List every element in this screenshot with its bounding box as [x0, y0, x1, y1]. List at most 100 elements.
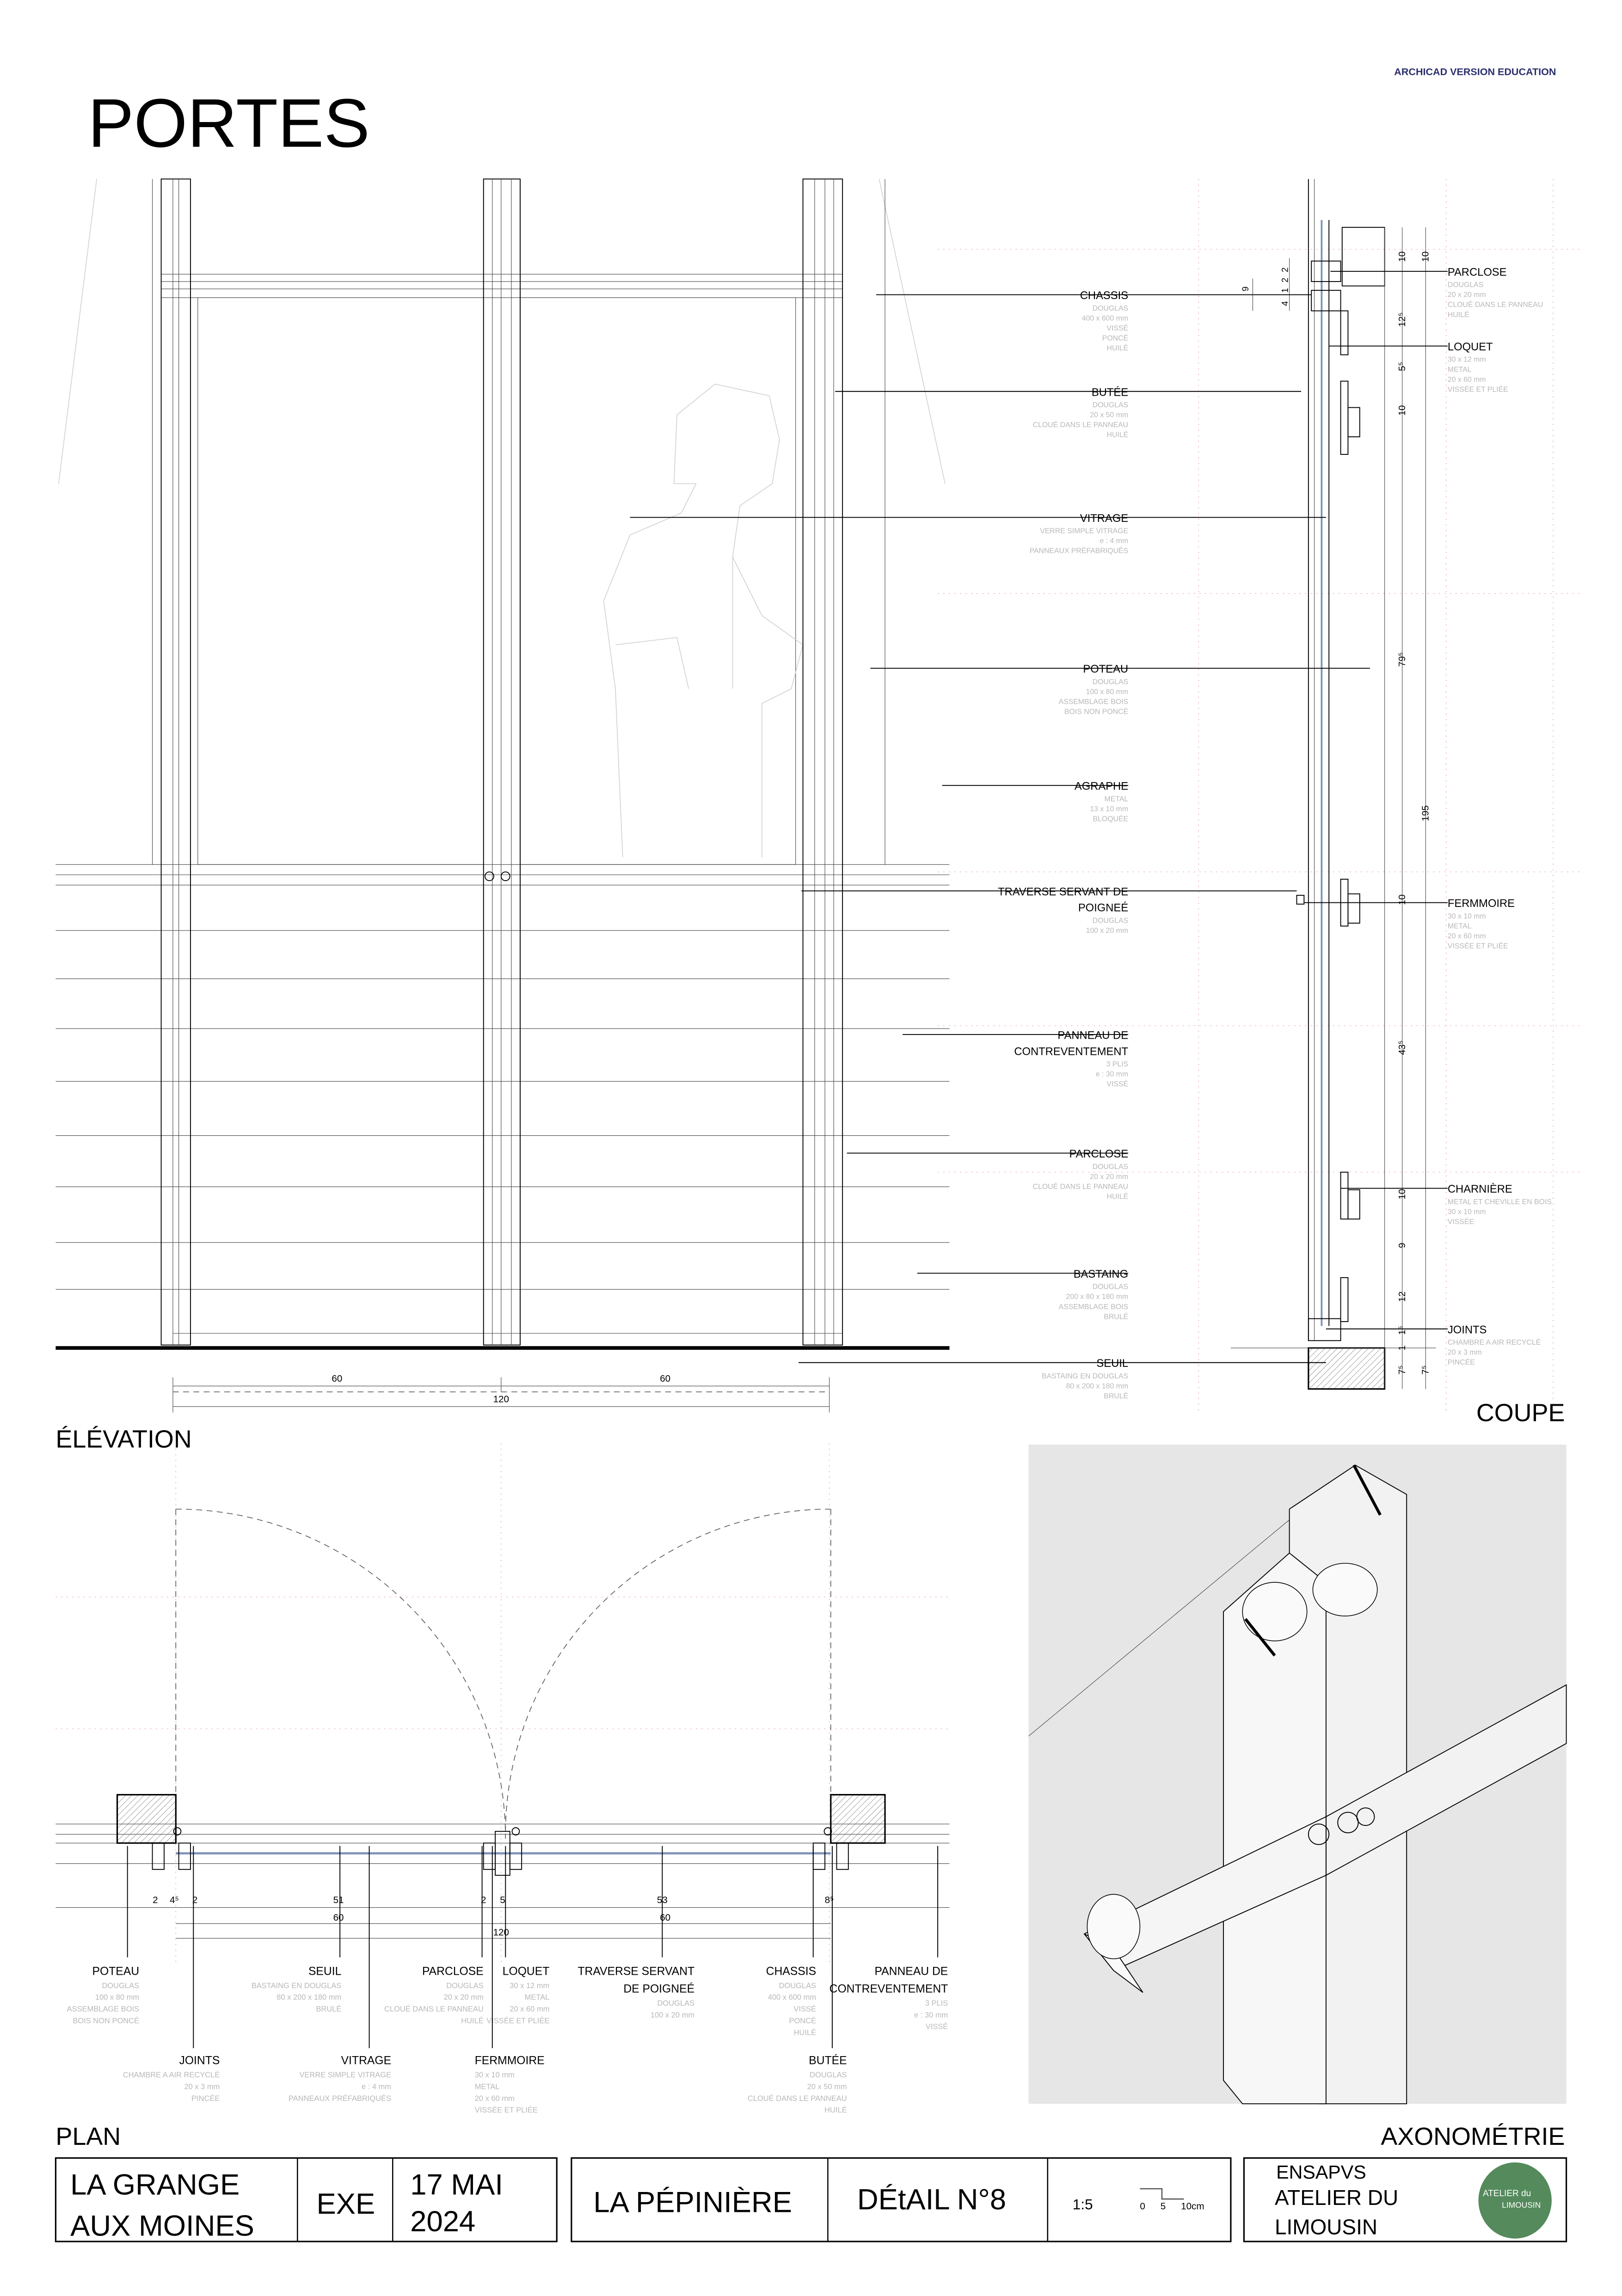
dim-label: 1 — [1397, 1345, 1407, 1350]
label-detail: 20 x 60 mm — [1448, 932, 1486, 940]
label-detail: BLOQUÉE — [1093, 814, 1129, 823]
logo-text: LIMOUSIN — [1502, 2200, 1541, 2210]
label-detail: CLOUÉ DANS LE PANNEAU — [1033, 420, 1128, 429]
view-label-plan: PLAN — [55, 2123, 121, 2150]
label-detail: e : 30 mm — [914, 2011, 948, 2019]
label-detail: ASSEMBLAGE BOIS — [1059, 698, 1128, 706]
label-title: PARCLOSE — [1448, 266, 1507, 278]
dim-label: 60 — [332, 1373, 342, 1384]
date-line1: 17 MAI — [410, 2169, 503, 2201]
label-detail: 20 x 50 mm — [1090, 411, 1128, 419]
project-name-line1: LA GRANGE — [70, 2169, 240, 2201]
label-detail: DOUGLAS — [1093, 305, 1128, 312]
dim-label: 60 — [660, 1912, 670, 1923]
label-detail: DOUGLAS — [1093, 1283, 1128, 1291]
dim-label: 1 — [1280, 288, 1290, 293]
label-title: PANNEAU DE — [1057, 1029, 1128, 1041]
label-detail: 20 x 20 mm — [1090, 1173, 1128, 1181]
label-title: PARCLOSE — [1069, 1148, 1128, 1160]
dim-label: 8⁵ — [825, 1895, 834, 1905]
axonometric-view — [1028, 1445, 1567, 2105]
view-label-elevation: ÉLÉVATION — [55, 1426, 191, 1453]
label-title: PARCLOSE — [422, 1965, 484, 1978]
label-detail: DOUGLAS — [1093, 401, 1128, 409]
label-detail: 80 x 200 x 180 mm — [276, 1993, 341, 2002]
label-detail: CLOUÉ DANS LE PANNEAU — [384, 2005, 484, 2014]
label-detail: BASTAING EN DOUGLAS — [1042, 1372, 1128, 1380]
label-title: LOQUET — [1448, 341, 1493, 353]
label-detail: BASTAING EN DOUGLAS — [252, 1982, 342, 1990]
label-detail: 30 x 10 mm — [1448, 912, 1486, 920]
label-detail: 400 x 600 mm — [1082, 314, 1128, 322]
label-title: FERMMOIRE — [1448, 897, 1515, 910]
school-name: ENSAPVS — [1276, 2161, 1366, 2183]
elevation-drawing: 60 60 120 — [55, 178, 950, 1413]
label-detail: BOIS NON PONCÉ — [1064, 707, 1128, 716]
label-title: LOQUET — [503, 1965, 550, 1978]
label-detail: e : 4 mm — [1100, 537, 1128, 545]
label-title: SEUIL — [308, 1965, 341, 1978]
detail-number: DÉtAIL N°8 — [857, 2183, 1006, 2216]
dim-label: 9 — [1397, 1243, 1407, 1248]
label-title: CHASSIS — [1080, 289, 1128, 302]
dim-label: 12 — [1397, 1292, 1407, 1302]
coupe-label-left: VITRAGE VERRE SIMPLE VITRAGE e : 4 mmPANNE… — [1030, 512, 1128, 555]
label-title: JOINTS — [1448, 1323, 1487, 1336]
label-detail: ASSEMBLAGE BOIS — [1059, 1303, 1128, 1311]
dim-label: 7⁵ — [1397, 1365, 1407, 1375]
label-title: TRAVERSE SERVANT — [578, 1965, 694, 1978]
label-detail: VISSÉ — [1106, 324, 1128, 332]
dim-label: 10 — [1420, 251, 1431, 262]
title-block: LA GRANGE AUX MOINES EXE 17 MAI 2024 LA … — [55, 2157, 1567, 2242]
label-detail: VERRE SIMPLE VITRAGE — [1040, 527, 1128, 535]
label-title: BUTÉE — [809, 2055, 847, 2067]
label-detail: CHAMBRE A AIR RECYCLÉ — [1448, 1338, 1541, 1347]
label-title: CHASSIS — [766, 1965, 816, 1978]
dim-label: 79⁵ — [1397, 652, 1407, 667]
label-detail: DOUGLAS — [1093, 917, 1128, 925]
label-detail: METAL — [1448, 366, 1472, 373]
dim-label: 51 — [333, 1895, 344, 1905]
label-detail: e : 4 mm — [362, 2083, 391, 2091]
label-detail: METAL — [475, 2083, 500, 2091]
label-detail: ASSEMBLAGE BOIS — [67, 2005, 140, 2014]
label-detail: PONCÉ — [1102, 333, 1128, 342]
label-detail: VISSÉE ET PLIÉE — [486, 2016, 549, 2025]
dim-label: 5 — [500, 1895, 505, 1905]
label-title: JOINTS — [179, 2055, 220, 2067]
label-detail: DOUGLAS — [1093, 1163, 1128, 1171]
label-detail: VISSÉE ET PLIÉE — [1448, 385, 1508, 393]
dim-label: 4 — [1280, 301, 1290, 306]
label-title: VITRAGE — [1080, 512, 1128, 525]
dim-label: 10 — [1397, 405, 1407, 416]
label-detail: 30 x 10 mm — [1448, 1208, 1486, 1216]
label-detail: 3 PLIS — [1106, 1060, 1129, 1068]
scale: 1:5 — [1073, 2196, 1093, 2212]
dim-label: 10 — [1397, 1189, 1407, 1200]
dim-label: 43⁵ — [1397, 1041, 1407, 1055]
label-detail: PANNEAUX PRÉFABRIQUÉS — [1030, 546, 1128, 555]
label-title: POTEAU — [92, 1965, 139, 1978]
label-title: SEUIL — [1096, 1357, 1128, 1370]
dim-label: 4⁵ — [170, 1895, 179, 1905]
label-detail: CLOUÉ DANS LE PANNEAU — [1033, 1182, 1128, 1191]
label-detail: 30 x 12 mm — [510, 1982, 549, 1990]
dim-label: 60 — [660, 1373, 670, 1384]
label-detail: HUILÉ — [1106, 430, 1128, 439]
label-detail: METAL — [1448, 922, 1472, 930]
